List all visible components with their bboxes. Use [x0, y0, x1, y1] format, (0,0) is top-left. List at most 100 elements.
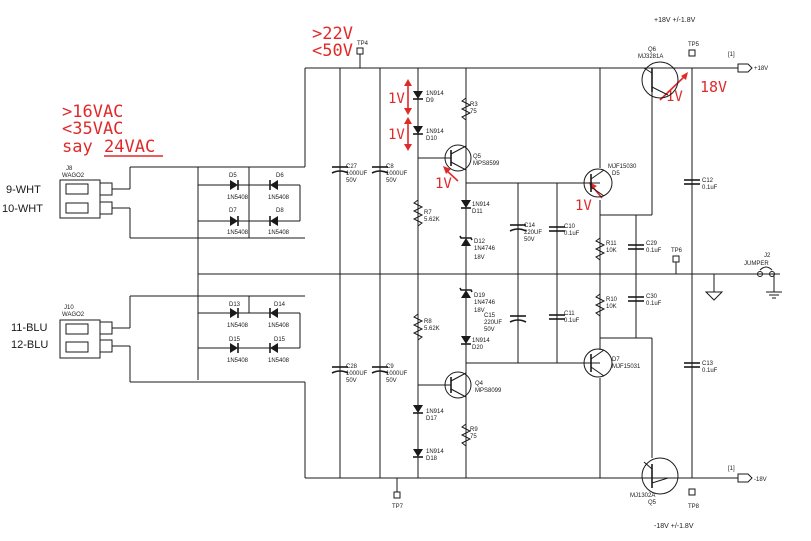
c30-value: 0.1uF: [646, 301, 662, 307]
d7-ref: D7: [229, 208, 237, 214]
c9-value: 1000UF: [386, 371, 408, 377]
d19-ref: D19: [474, 293, 486, 299]
d5-ref: D5: [229, 173, 237, 179]
d14-type: 1N5408: [268, 323, 290, 329]
q5-type: MPS8599: [473, 161, 500, 167]
neg-rail-spec: -18V +/-1.8V: [654, 523, 694, 530]
d19-type: 1N4746: [474, 300, 496, 306]
red-arrows: [404, 72, 688, 199]
c8-ref: C8: [386, 164, 394, 170]
j8-ref: J8: [66, 166, 73, 172]
rail-range-min: >22V: [312, 24, 353, 44]
d7-driver-type: MJF15031: [612, 364, 641, 370]
arrowhead: [404, 144, 412, 151]
d12-ref: D12: [474, 239, 486, 245]
transistor-d7: D7 MJF15031: [583, 348, 641, 378]
r9-value: 75: [470, 434, 477, 440]
wire-10-label: 10-WHT: [2, 203, 43, 215]
drop-label-d10: 1V: [388, 127, 405, 143]
transistor-q4: Q4 MPS8099: [444, 371, 502, 399]
d13-ref: D13: [229, 302, 241, 308]
r7-value: 5.62K: [424, 217, 440, 223]
drop-label-d9: 1V: [388, 91, 405, 107]
r7-ref: R7: [424, 210, 432, 216]
wire-11-label: 11-BLU: [11, 322, 48, 334]
j2-ref: J2: [764, 253, 771, 259]
d5-driver-ref: D5: [612, 171, 620, 177]
d15-ref: D15: [229, 337, 241, 343]
c13-ref: C13: [702, 361, 714, 367]
tp4-label: TP4: [357, 41, 369, 47]
tp5-label: TP5: [688, 42, 700, 48]
connector-j8: J8 WAGO2 9-WHT 10-WHT: [2, 166, 113, 219]
bulk-caps: C27 1000UF 50V C8 1000UF 50V C28 1000UF …: [331, 164, 408, 384]
c14-ref: C14: [524, 223, 536, 229]
d20-type: 1N914: [472, 338, 490, 344]
d16-ref: D15: [274, 337, 286, 343]
c11-ref: C11: [564, 311, 575, 317]
r10-value: 10K: [606, 304, 617, 310]
arrowhead: [404, 117, 412, 124]
input-voltage-note: >16VAC <35VAC say 24VAC: [62, 102, 163, 157]
d11-ref: D11: [472, 209, 483, 215]
input-range-min: >16VAC: [62, 102, 123, 122]
j8-type: WAGO2: [62, 173, 85, 179]
c12-value: 0.1uF: [702, 185, 718, 191]
d5-driver-type: MJF15030: [608, 164, 637, 170]
out-neg-ref: [1]: [728, 466, 735, 472]
bridge-1: D5 D6 1N5408 1N5408 D7 D8 1N5408 1N5408: [227, 173, 290, 236]
c13-value: 0.1uF: [702, 368, 718, 374]
c27-voltage: 50V: [346, 178, 357, 184]
c27-ref: C27: [346, 164, 358, 170]
d6-type: 1N5408: [268, 195, 290, 201]
q6-type: MJ3281A: [638, 54, 663, 60]
d12-type: 1N4746: [474, 246, 496, 252]
arrowhead: [404, 79, 412, 86]
arrowhead: [443, 166, 451, 174]
c10-value: 0.1uF: [564, 231, 580, 237]
c28-voltage: 50V: [346, 378, 357, 384]
rail-voltage-note: >22V <50V: [312, 24, 353, 61]
out-pos-ref: [1]: [728, 52, 735, 58]
d16-type: 1N5408: [268, 358, 290, 364]
d7-driver-ref: D7: [612, 357, 620, 363]
test-points: TP4 TP5 TP6 TP7 TP8: [356, 41, 700, 510]
mid-caps: C14 220UF 50V C15 220UF 50V C10 0.1uF C1…: [484, 223, 580, 333]
d19-voltage: 18V: [474, 308, 485, 314]
wire-9-label: 9-WHT: [6, 184, 41, 196]
c11-value: 0.1uF: [564, 318, 580, 324]
output-voltage-label: 18V: [700, 78, 727, 96]
d8-ref: D8: [276, 208, 284, 214]
r9-ref: R9: [470, 427, 478, 433]
transistor-d5: MJF15030 D5: [583, 164, 637, 198]
c29-value: 0.1uF: [646, 248, 662, 254]
wiring: [112, 67, 780, 479]
c9-ref: C9: [386, 364, 394, 370]
outputs: +18V [1] -18V [1] +18V +/-1.8V -18V +/-1…: [654, 17, 768, 530]
arrowhead: [404, 108, 412, 115]
out-pos-label: +18V: [754, 66, 768, 72]
c28-ref: C28: [346, 364, 358, 370]
d9-ref: D9: [426, 98, 434, 104]
d12-voltage: 18V: [474, 255, 485, 261]
d17-type: 1N914: [426, 409, 444, 415]
wire-12-label: 12-BLU: [11, 339, 48, 351]
q6-ref: Q6: [648, 47, 657, 53]
drop-label-d5: 1V: [575, 198, 592, 214]
tp6-label: TP6: [671, 248, 683, 254]
transistor-q5-output: MJ1302A Q5: [630, 457, 679, 506]
connector-j10: J10 WAGO2 11-BLU 12-BLU: [11, 305, 113, 359]
c14-value: 220UF: [524, 230, 542, 236]
rail-range-max: <50V: [312, 41, 353, 61]
c8-value: 1000UF: [386, 171, 408, 177]
c29-ref: C29: [646, 241, 658, 247]
bridge-2: D13 D14 1N5408 1N5408 D15 D15 1N5408 1N5…: [227, 302, 290, 364]
arrow-q6: [659, 75, 686, 101]
c28-value: 1000UF: [346, 371, 368, 377]
r3-value: 75: [470, 109, 477, 115]
tp8-label: TP8: [688, 504, 700, 510]
c15-value: 220UF: [484, 320, 502, 326]
r8-value: 5.62K: [424, 326, 440, 332]
c14-voltage: 50V: [524, 237, 535, 243]
